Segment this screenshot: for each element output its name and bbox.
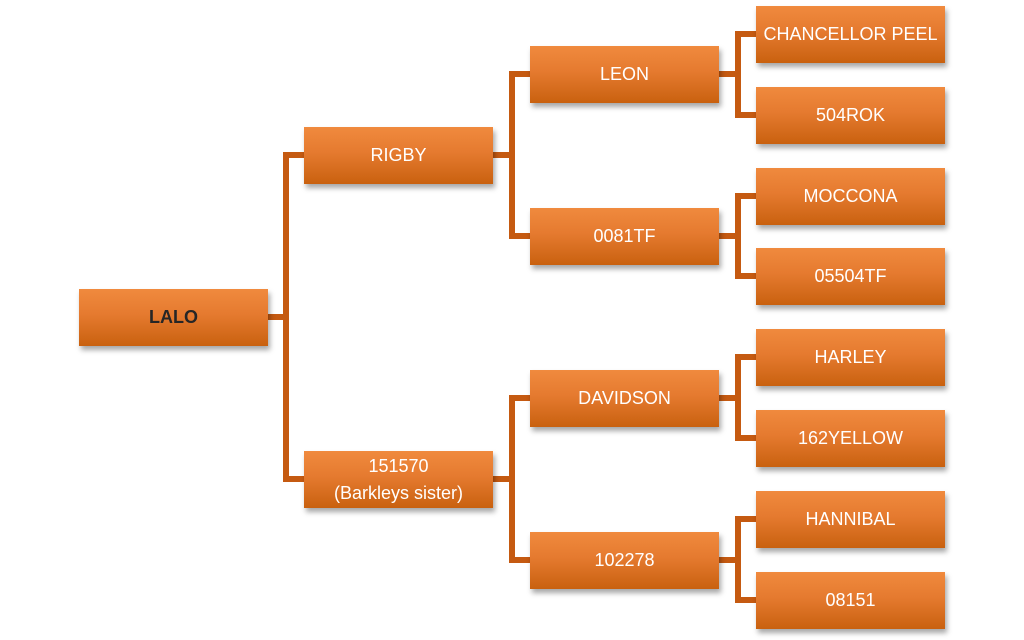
node-grandparent: DAVIDSON [530,370,719,427]
connector-151570-vertical [509,395,515,563]
node-sire: RIGBY [304,127,493,184]
node-label: CHANCELLOR PEEL [763,24,938,45]
node-great-grandparent: HANNIBAL [756,491,945,548]
connector-0081tf-vertical [735,193,741,279]
node-great-grandparent: 05504TF [756,248,945,305]
node-label: 162YELLOW [797,428,904,449]
node-label: 05504TF [814,266,887,287]
node-sublabel: (Barkleys sister) [333,482,463,503]
node-label: RIGBY [370,145,427,166]
node-great-grandparent: MOCCONA [756,168,945,225]
node-dam: 151570 (Barkleys sister) [304,451,493,508]
connector-davidson [509,395,530,401]
node-label: LALO [149,307,198,328]
connector-0081tf-stub [719,233,741,239]
connector-102278-stub [719,557,741,563]
node-label: 08151 [825,590,876,611]
connector-0081tf [509,233,530,239]
connector-parent-2 [283,476,304,482]
node-grandparent: 102278 [530,532,719,589]
connector-hannibal [735,516,756,522]
node-label: 0081TF [593,226,656,247]
node-label: MOCCONA [803,186,898,207]
connector-chancellor-peel [735,31,756,37]
connector-root-vertical [283,152,289,482]
node-grandparent: LEON [530,46,719,103]
connector-leon-stub [719,71,741,77]
connector-504rok [735,112,756,118]
connector-harley [735,354,756,360]
node-label: DAVIDSON [578,388,671,409]
connector-102278 [509,557,530,563]
connector-leon-vertical [735,31,741,118]
node-label: HARLEY [814,347,887,368]
node-great-grandparent: HARLEY [756,329,945,386]
connector-151570-stub [493,476,515,482]
connector-davidson-stub [719,395,741,401]
node-great-grandparent: 162YELLOW [756,410,945,467]
connector-rigby-vertical [509,71,515,239]
connector-davidson-vertical [735,354,741,441]
node-label: HANNIBAL [805,509,896,530]
connector-leon [509,71,530,77]
node-root: LALO [79,289,268,346]
node-label: LEON [599,64,650,85]
connector-05504tf [735,273,756,279]
node-label: 504ROK [815,105,886,126]
connector-parent-1 [283,152,304,158]
connector-moccona [735,193,756,199]
node-grandparent: 0081TF [530,208,719,265]
node-great-grandparent: CHANCELLOR PEEL [756,6,945,63]
node-great-grandparent: 08151 [756,572,945,629]
connector-08151 [735,597,756,603]
connector-rigby-stub [493,152,515,158]
connector-162yellow [735,435,756,441]
node-label: 151570 [368,456,429,477]
connector-root-stub [267,314,289,320]
node-label: 102278 [594,550,655,571]
connector-102278-vertical [735,516,741,603]
node-great-grandparent: 504ROK [756,87,945,144]
